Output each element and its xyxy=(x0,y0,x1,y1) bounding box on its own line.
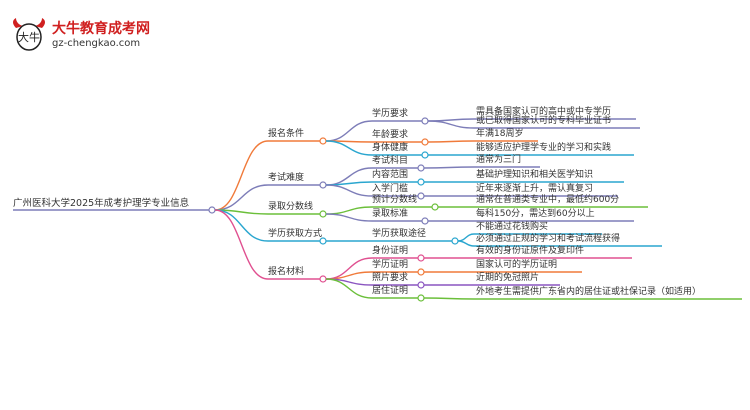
subtopic-label: 学历获取途径 xyxy=(372,229,427,239)
subtopic-label: 身份证明 xyxy=(372,246,409,256)
detail-label: 国家认可的学历证明 xyxy=(476,260,558,270)
detail-connector xyxy=(427,140,475,143)
subtopic-node-dot xyxy=(421,138,429,146)
site-name: 大牛教育成考网 xyxy=(52,21,150,37)
subtopic-node-dot xyxy=(417,281,425,289)
bull-logo-icon: 大牛 xyxy=(13,18,45,51)
branch-label: 报名材料 xyxy=(268,267,305,277)
subtopic-connector xyxy=(325,120,373,142)
detail-label: 必须通过正规的学习和考试流程获得 xyxy=(476,234,621,244)
detail-label: 或已取得国家认可的专科毕业证书 xyxy=(476,116,612,126)
subtopic-node-dot xyxy=(421,217,429,225)
subtopic-connector xyxy=(325,140,373,156)
detail-label: 近年来逐渐上升，需认真复习 xyxy=(476,184,594,194)
branch-node-dot xyxy=(319,275,327,283)
detail-connector xyxy=(423,297,475,300)
subtopic-node-dot xyxy=(417,294,425,302)
site-logo[interactable]: 大牛 大牛教育成考网 gz-chengkao.com xyxy=(10,16,170,56)
subtopic-node-dot xyxy=(417,268,425,276)
branch-node-dot xyxy=(319,137,327,145)
subtopic-label: 录取标准 xyxy=(372,209,409,219)
subtopic-label: 内容范围 xyxy=(372,170,409,180)
branch-label: 学历获取方式 xyxy=(268,229,323,239)
detail-label: 外地考生需提供广东省内的居住证或社保记录（如适用） xyxy=(476,287,702,297)
branch-label: 考试难度 xyxy=(268,173,305,183)
subtopic-node-dot xyxy=(417,254,425,262)
detail-label: 需具备国家认可的高中或中专学历 xyxy=(476,107,612,117)
subtopic-connector xyxy=(325,213,373,222)
detail-label: 有效的身份证原件及复印件 xyxy=(476,246,585,256)
root-node-dot xyxy=(208,206,216,214)
subtopic-node-dot xyxy=(417,164,425,172)
root-topic: 广州医科大学2025年成考护理学专业信息 xyxy=(13,198,190,209)
detail-connector xyxy=(457,240,475,247)
branch-connector xyxy=(214,209,269,280)
detail-label: 近期的免冠照片 xyxy=(476,273,540,283)
subtopic-connector xyxy=(325,278,373,299)
subtopic-label: 年龄要求 xyxy=(372,130,409,140)
subtopic-label: 学历证明 xyxy=(372,260,409,270)
branch-node-dot xyxy=(319,181,327,189)
subtopic-label: 考试科目 xyxy=(372,156,409,166)
subtopic-label: 身体健康 xyxy=(372,143,409,153)
detail-label: 通常在普通类专业中，最低约600分 xyxy=(476,195,620,205)
subtopic-label: 预计分数线 xyxy=(372,195,418,205)
detail-label: 每科150分，需达到60分以上 xyxy=(476,209,595,219)
branch-connector xyxy=(214,209,269,242)
subtopic-node-dot xyxy=(451,237,459,245)
branch-label: 报名条件 xyxy=(268,129,305,139)
subtopic-label: 入学门槛 xyxy=(372,184,409,194)
svg-text:大牛: 大牛 xyxy=(18,30,40,44)
subtopic-connector xyxy=(325,181,373,186)
detail-label: 不能通过花钱购买 xyxy=(476,222,549,232)
subtopic-node-dot xyxy=(417,178,425,186)
subtopic-node-dot xyxy=(431,203,439,211)
detail-label: 能够适应护理学专业的学习和实践 xyxy=(476,143,612,153)
subtopic-label: 照片要求 xyxy=(372,273,409,283)
branch-connector xyxy=(214,184,269,211)
site-url: gz-chengkao.com xyxy=(52,38,141,49)
branch-label: 录取分数线 xyxy=(268,202,314,212)
detail-label: 年满18周岁 xyxy=(476,129,524,139)
subtopic-node-dot xyxy=(417,192,425,200)
subtopic-label: 居住证明 xyxy=(372,286,409,296)
branch-node-dot xyxy=(319,210,327,218)
subtopic-connector xyxy=(325,206,373,215)
detail-connector xyxy=(423,166,475,169)
subtopic-node-dot xyxy=(421,151,429,159)
detail-label: 基础护理知识和相关医学知识 xyxy=(476,170,594,180)
branch-connector xyxy=(214,140,269,211)
detail-label: 通常为三门 xyxy=(476,155,522,165)
subtopic-node-dot xyxy=(421,117,429,125)
subtopic-label: 学历要求 xyxy=(372,109,409,119)
detail-connector xyxy=(457,233,475,242)
subtopic-connector xyxy=(325,184,373,197)
detail-connector xyxy=(427,120,475,129)
